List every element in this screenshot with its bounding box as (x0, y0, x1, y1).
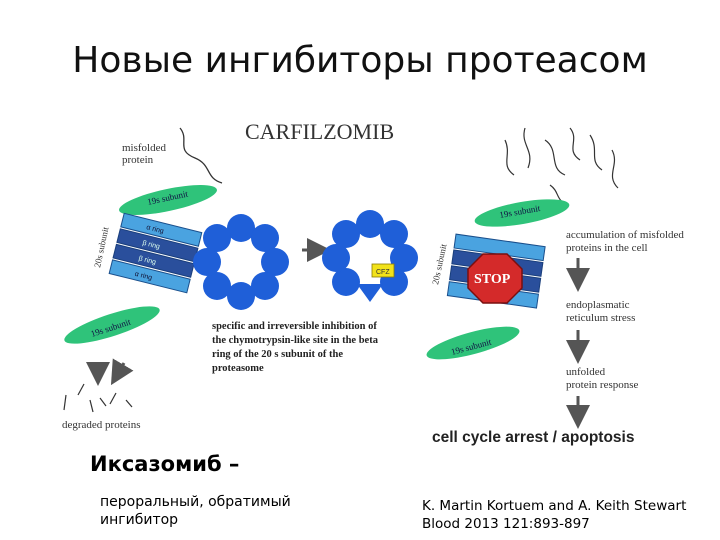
right-proteasome: 19s subunit 20s subunit STOP 19s subunit (424, 194, 571, 366)
er-stress-text-1: endoplasmatic (566, 299, 630, 311)
citation: K. Martin Kortuem and A. Keith Stewart B… (422, 497, 720, 533)
drug-description: пероральный, обратимый ингибитор (100, 493, 340, 529)
beta-ring-inhibited (322, 210, 418, 302)
degraded-proteins-label: degraded proteins (62, 419, 141, 431)
degraded-fragments (64, 384, 132, 412)
final-outcome-text: cell cycle arrest / apoptosis (432, 429, 634, 446)
right-20s-label: 20s subunit (430, 242, 448, 285)
citation-authors: K. Martin Kortuem and A. Keith Stewart (422, 497, 720, 515)
drug-description-line-2: ингибитор (100, 511, 340, 529)
degrade-arrow-2 (114, 363, 124, 380)
drug-description-line-1: пероральный, обратимый (100, 493, 340, 511)
beta-ring-active (193, 214, 289, 310)
inhibition-text-2: the chymotrypsin-like site in the beta (212, 335, 379, 346)
accumulation-text-1: accumulation of misfolded (566, 229, 684, 241)
drug-name: Иксазомиб – (90, 452, 239, 476)
inhibition-text-1: specific and irreversible inhibition of (212, 321, 377, 332)
citation-journal: Blood 2013 121:893-897 (422, 515, 720, 533)
inhibition-text-3: ring of the 20 s subunit of the (212, 349, 343, 360)
upr-text-2: protein response (566, 379, 639, 391)
accumulation-text-2: proteins in the cell (566, 242, 648, 254)
inhibition-text-4: proteasome (212, 363, 264, 374)
misfolded-protein-strand (180, 128, 222, 183)
upr-text-1: unfolded (566, 366, 606, 378)
er-stress-text-2: reticulum stress (566, 312, 635, 324)
misfolded-label-2: protein (122, 154, 154, 166)
diagram-heading: CARFILZOMIB (245, 119, 394, 144)
stop-label: STOP (474, 272, 511, 287)
left-20s-label: 20s subunit (92, 225, 110, 268)
cfz-label: CFZ (376, 269, 390, 276)
misfolded-label-1: misfolded (122, 142, 166, 154)
accumulated-strands (505, 128, 618, 205)
